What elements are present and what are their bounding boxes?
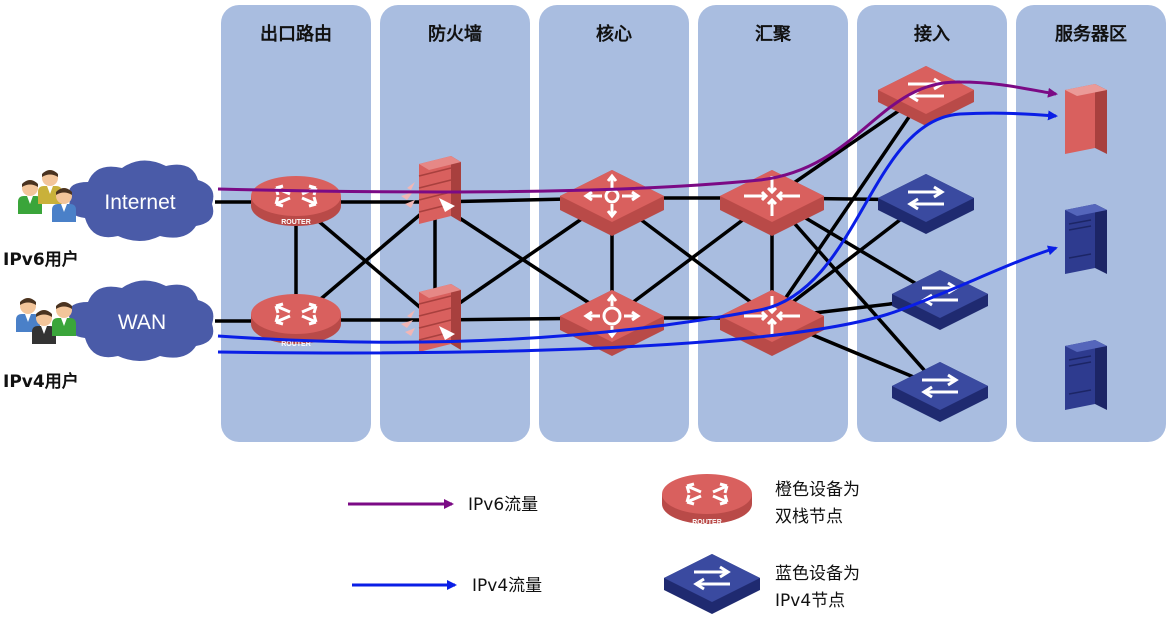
column-title-server-zone: 服务器区 xyxy=(1055,23,1127,45)
ipv6-user-group xyxy=(18,170,76,222)
aggregation-switch-top xyxy=(720,170,824,236)
core-switch-top xyxy=(560,170,664,236)
legend-ipv4-label: IPv4流量 xyxy=(472,576,542,596)
router-bottom: ROUTER xyxy=(249,292,343,348)
column-title-core: 核心 xyxy=(596,23,632,45)
legend-orange-line1: 橙色设备为 xyxy=(775,480,860,500)
legend: IPv6流量 IPv4流量 ROUTER 橙色设备为 双栈节点 蓝色设备为 IP… xyxy=(348,472,860,616)
legend-blue-line2: IPv4节点 xyxy=(775,591,845,611)
wan-cloud: WAN xyxy=(68,280,214,361)
legend-router-label: ROUTER xyxy=(692,519,722,526)
legend-router-icon: ROUTER xyxy=(660,472,754,526)
server-dual-stack xyxy=(1065,84,1107,154)
legend-blue-switch-icon xyxy=(662,552,762,616)
aggregation-switch-bottom xyxy=(720,290,824,356)
ipv4-user-group xyxy=(16,298,76,344)
column-backgrounds xyxy=(221,5,1166,442)
internet-cloud-label: Internet xyxy=(104,191,175,214)
column-firewall xyxy=(380,5,530,442)
legend-orange-line2: 双栈节点 xyxy=(775,507,843,527)
ipv4-flow-path-1 xyxy=(217,110,1058,344)
internet-cloud: Internet xyxy=(68,160,214,241)
ipv4-user-label: IPv4用户 xyxy=(3,371,79,392)
ipv6-user-label: IPv6用户 xyxy=(3,249,79,270)
core-switch-bottom xyxy=(560,290,664,356)
legend-ipv6-label: IPv6流量 xyxy=(468,495,538,515)
wan-cloud-label: WAN xyxy=(118,311,166,334)
router-top-label: ROUTER xyxy=(281,219,311,226)
ipv4-flow-path-2 xyxy=(217,245,1058,355)
column-title-access: 接入 xyxy=(914,23,950,45)
ipv6-flow-path xyxy=(217,80,1058,194)
legend-blue-line1: 蓝色设备为 xyxy=(775,564,860,584)
server-ipv4-1 xyxy=(1064,203,1108,275)
column-title-aggregation: 汇聚 xyxy=(755,24,792,45)
router-top: ROUTER xyxy=(249,174,343,228)
router-bottom-label: ROUTER xyxy=(281,341,311,348)
column-title-egress-router: 出口路由 xyxy=(260,23,332,45)
server-ipv4-2 xyxy=(1064,339,1108,411)
column-title-firewall: 防火墙 xyxy=(428,23,482,45)
